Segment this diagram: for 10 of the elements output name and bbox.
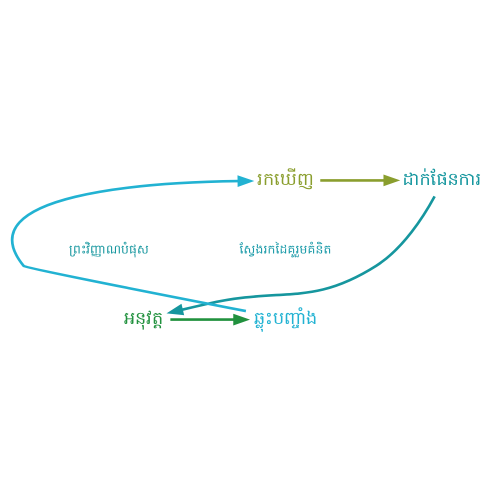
node-text: ដាក់ផែនការ [402,170,482,190]
arrow [12,175,254,312]
arrow [166,196,436,316]
node-text: ឆ្លុះបញ្ចាំង [254,309,317,330]
label: ព្រះវិញ្ញាណបំផុស [69,242,150,256]
arrow [170,314,250,326]
arrow [320,174,400,186]
label: ស្វែងរកដៃគូរួមគំនិត [239,242,332,256]
node-text: អនុវត្ត [124,309,163,330]
node-text: រកឃើញ [256,170,314,190]
